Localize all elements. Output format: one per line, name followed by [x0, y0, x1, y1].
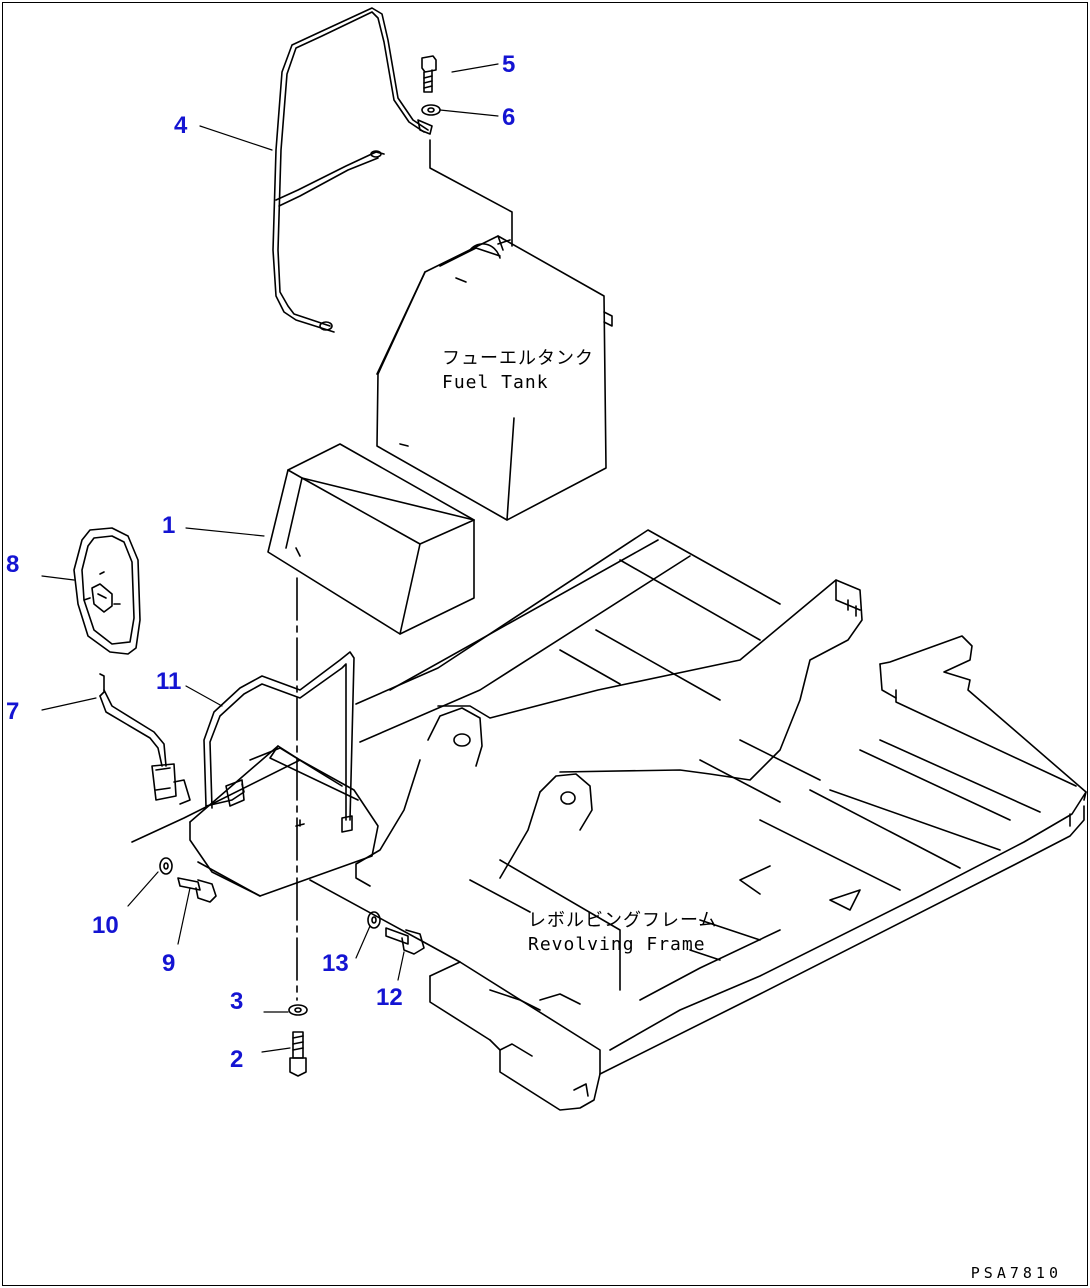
bolt-part-5 — [421, 55, 437, 93]
part-label-3: 3 — [230, 988, 244, 1015]
washer-part-13 — [367, 911, 381, 929]
part-label-5: 5 — [502, 51, 516, 78]
part-label-8: 8 — [6, 551, 20, 578]
part-label-12: 12 — [376, 984, 403, 1011]
handrail-part-11 — [203, 651, 355, 833]
part-label-6: 6 — [502, 104, 516, 131]
bolt-part-9 — [177, 877, 217, 903]
washer-part-3 — [288, 1004, 308, 1016]
mirror-part-8 — [73, 527, 141, 655]
part-label-11: 11 — [156, 668, 182, 695]
part-label-9: 9 — [162, 950, 176, 977]
cover-box-part-1 — [267, 443, 475, 635]
part-label-10: 10 — [92, 912, 119, 939]
fuel-tank-caption-en: Fuel Tank — [442, 372, 549, 393]
washer-part-10 — [159, 857, 173, 875]
document-code: PSA7810 — [970, 1264, 1062, 1282]
bolt-part-2 — [289, 1031, 307, 1077]
revolving-frame-caption-en: Revolving Frame — [528, 934, 706, 955]
fuel-tank-reference — [376, 235, 613, 521]
part-label-13: 13 — [322, 950, 349, 977]
part-label-4: 4 — [174, 112, 188, 139]
revolving-frame-reference — [309, 529, 1087, 1111]
part-label-7: 7 — [6, 698, 20, 725]
handrail-bar-part-4 — [272, 7, 433, 333]
fuel-tank-caption-jp: フューエルタンク — [442, 348, 594, 369]
revolving-frame-caption-jp: レボルビングフレーム — [528, 910, 718, 931]
washer-part-6 — [421, 104, 441, 116]
part-label-2: 2 — [230, 1046, 244, 1073]
bolt-part-12 — [385, 927, 425, 955]
mirror-stay-part-7 — [99, 673, 191, 805]
mounting-bracket-plate — [131, 745, 379, 897]
leader-lines — [41, 63, 499, 1053]
part-label-1: 1 — [162, 512, 176, 539]
